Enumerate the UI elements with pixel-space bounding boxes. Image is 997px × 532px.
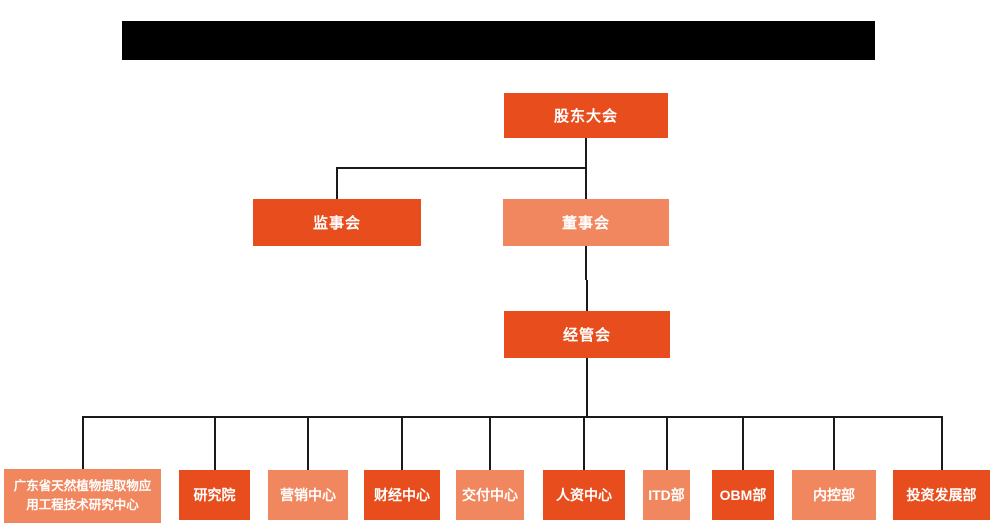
org-node-internal-control-dept: 内控部 <box>792 470 876 520</box>
org-node-board-of-directors: 董事会 <box>503 199 669 246</box>
connector-line <box>742 417 744 470</box>
connector-line <box>585 138 587 168</box>
connector-line <box>336 167 587 169</box>
connector-line <box>586 280 588 311</box>
connector-line <box>833 417 835 470</box>
org-node-research-institute: 研究院 <box>179 470 250 520</box>
connector-line <box>489 417 491 470</box>
org-node-gd-plant-extract-research-center: 广东省天然植物提取物应 用工程技术研究中心 <box>4 469 161 523</box>
connector-line <box>585 246 587 280</box>
org-node-investment-development-dept: 投资发展部 <box>893 470 990 520</box>
connector-line <box>940 417 943 470</box>
connector-line <box>213 417 216 470</box>
org-node-hr-center: 人资中心 <box>543 470 625 520</box>
org-node-itd-dept: ITD部 <box>643 470 690 520</box>
org-node-supervisory-board: 监事会 <box>253 199 421 246</box>
connector-line <box>81 417 84 469</box>
connector-line <box>665 417 668 470</box>
connector-line <box>585 168 587 199</box>
connector-line <box>336 168 338 199</box>
connector-line <box>583 417 585 470</box>
connector-line <box>81 416 943 418</box>
org-node-management-committee: 经管会 <box>504 311 670 358</box>
connector-line <box>401 417 403 470</box>
connector-line <box>586 358 588 417</box>
redacted-title-bar <box>122 21 875 60</box>
connector-line <box>307 417 309 470</box>
org-node-shareholders-meeting: 股东大会 <box>504 93 668 138</box>
org-node-obm-dept: OBM部 <box>712 470 774 520</box>
org-node-marketing-center: 营销中心 <box>268 470 348 520</box>
org-node-delivery-center: 交付中心 <box>456 470 524 520</box>
org-node-finance-center: 财经中心 <box>364 470 440 520</box>
